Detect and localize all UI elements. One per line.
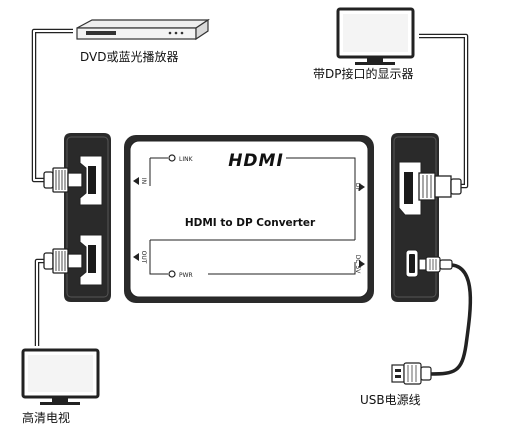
arrow-out-icon — [133, 253, 139, 261]
hdtv-icon — [21, 348, 100, 405]
dvd-player-icon — [76, 18, 210, 41]
micro-usb-plug-icon — [418, 256, 453, 273]
pwr-led-icon — [168, 270, 176, 278]
dp-monitor-icon — [336, 7, 415, 65]
link-led-icon — [168, 154, 176, 162]
dp-monitor-label: 带DP接口的显示器 — [313, 67, 414, 81]
dp-plug-icon — [418, 172, 462, 201]
hdmi-plug-out-icon — [43, 248, 83, 274]
arrow-dp-icon — [359, 183, 365, 191]
usb-power-label: USB电源线 — [360, 393, 421, 407]
in-label: IN — [140, 178, 147, 184]
arrow-in-icon — [133, 177, 139, 185]
dp-label: DP — [354, 183, 361, 192]
link-label: LINK — [179, 156, 194, 163]
hdmi-logo: HDMI — [228, 151, 284, 171]
dvd-player-label: DVD或蓝光播放器 — [80, 50, 179, 64]
hdtv-label: 高清电视 — [22, 411, 71, 425]
dc5v-label: DC 5V — [354, 255, 361, 275]
converter-name: HDMI to DP Converter — [185, 217, 316, 229]
converter-body: HDMI HDMI to DP Converter LINK PWR IN OU… — [124, 135, 374, 303]
left-side-panel — [64, 133, 111, 302]
pwr-label: PWR — [179, 272, 193, 279]
out-label: OUT — [140, 251, 147, 264]
usb-a-plug-icon — [391, 362, 432, 385]
hdmi-plug-in-icon — [43, 167, 83, 193]
arrow-dc-icon — [359, 260, 365, 268]
right-side-panel — [391, 133, 439, 302]
